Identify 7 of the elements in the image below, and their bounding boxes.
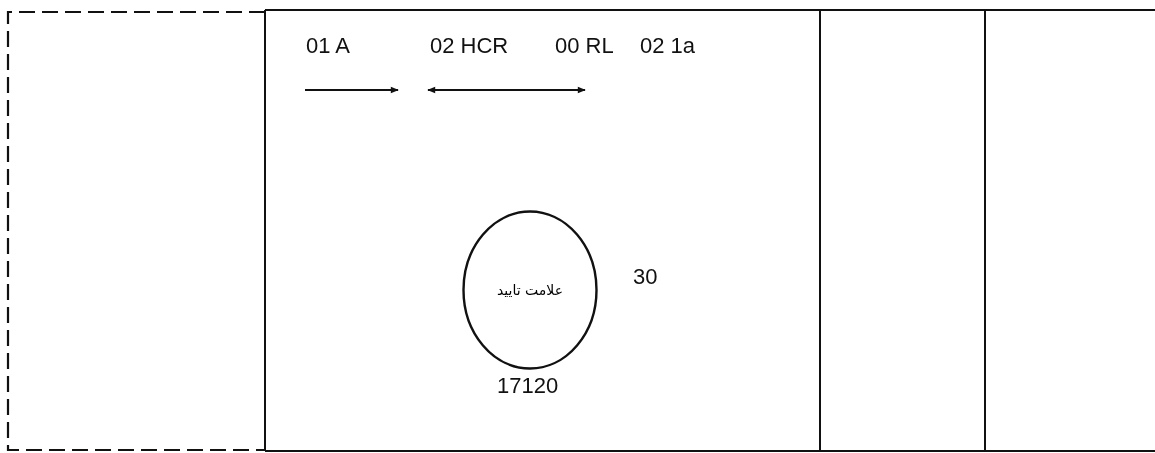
code-label: 02 1a: [640, 33, 696, 59]
number-label: 30: [633, 264, 658, 290]
code-label: 00 RL: [555, 33, 614, 59]
code-label: 02 HCR: [430, 33, 509, 59]
approval-circle: علامت تایید: [462, 210, 598, 370]
code-label: 01 A: [306, 33, 351, 59]
number-label: 17120: [497, 373, 559, 399]
